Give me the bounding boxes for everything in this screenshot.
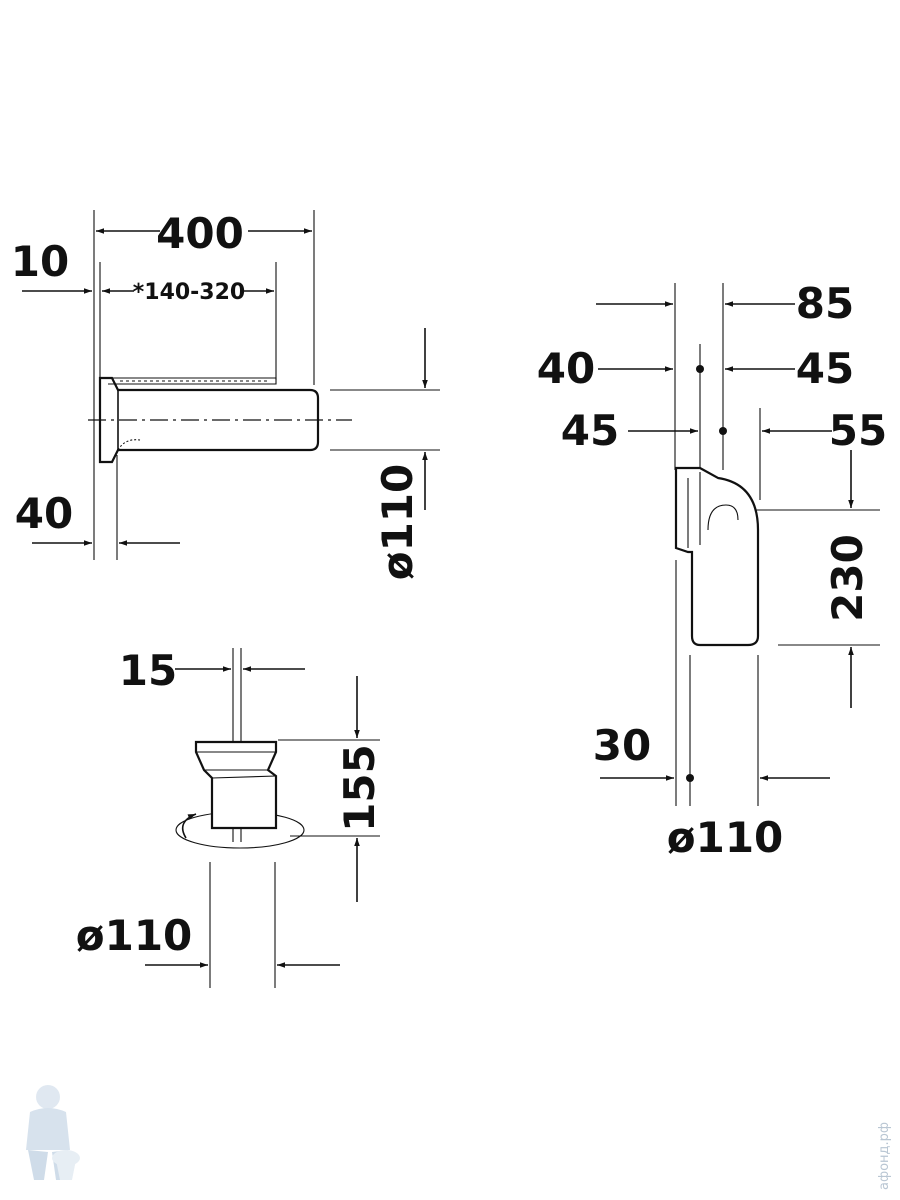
bend-40-label: 40: [537, 344, 595, 393]
eccentric-connector-view: [145, 648, 380, 988]
straight-pipe-view: [22, 210, 440, 560]
bend-230-label: 230: [823, 534, 872, 622]
pipe-socket-label: 40: [15, 489, 73, 538]
pipe-length-label: 400: [156, 209, 244, 258]
pipe-range-label: *140-320: [133, 280, 245, 305]
plumber-mascot-icon: [26, 1085, 80, 1180]
watermark-text: афонд.рф: [877, 1122, 892, 1190]
bend-55-label: 55: [829, 406, 887, 455]
bend-30-label: 30: [593, 721, 651, 770]
pipe-diameter-label: ø110: [373, 464, 422, 581]
bend-45-right-label: 45: [796, 344, 854, 393]
pipe-offset-label: 10: [11, 237, 69, 286]
eccentric-height-label: 155: [335, 744, 384, 832]
bend-45-left-label: 45: [561, 406, 619, 455]
eccentric-offset-label: 15: [119, 646, 177, 695]
bend-view: [596, 283, 880, 806]
bend-85-label: 85: [796, 279, 854, 328]
bend-diameter-label: ø110: [667, 813, 784, 862]
eccentric-diameter-label: ø110: [76, 911, 193, 960]
